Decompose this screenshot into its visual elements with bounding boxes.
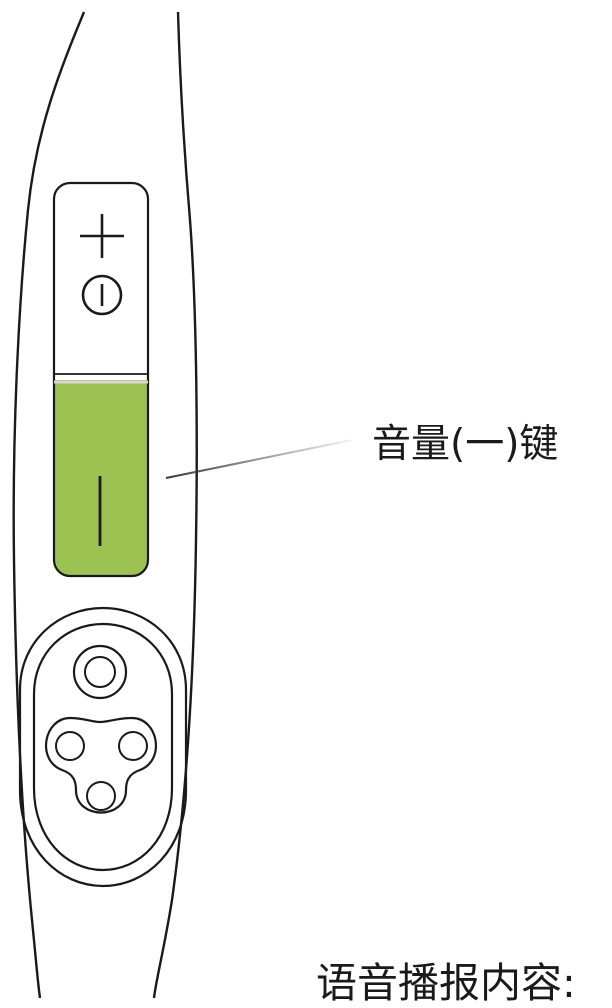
headset-arm-left-edge bbox=[12, 11, 86, 998]
power-icon bbox=[81, 274, 123, 316]
volume-minus-label: 音量(一)键 bbox=[372, 422, 559, 467]
volume-plus-button[interactable] bbox=[80, 214, 124, 316]
button-strip-outline bbox=[52, 181, 150, 578]
pogo-pin-connector-icon bbox=[18, 606, 188, 888]
headset-arm-right-edge bbox=[152, 11, 198, 998]
voice-prompt-heading: 语音播报内容: bbox=[316, 959, 576, 1007]
callout-leader-line bbox=[165, 439, 353, 479]
